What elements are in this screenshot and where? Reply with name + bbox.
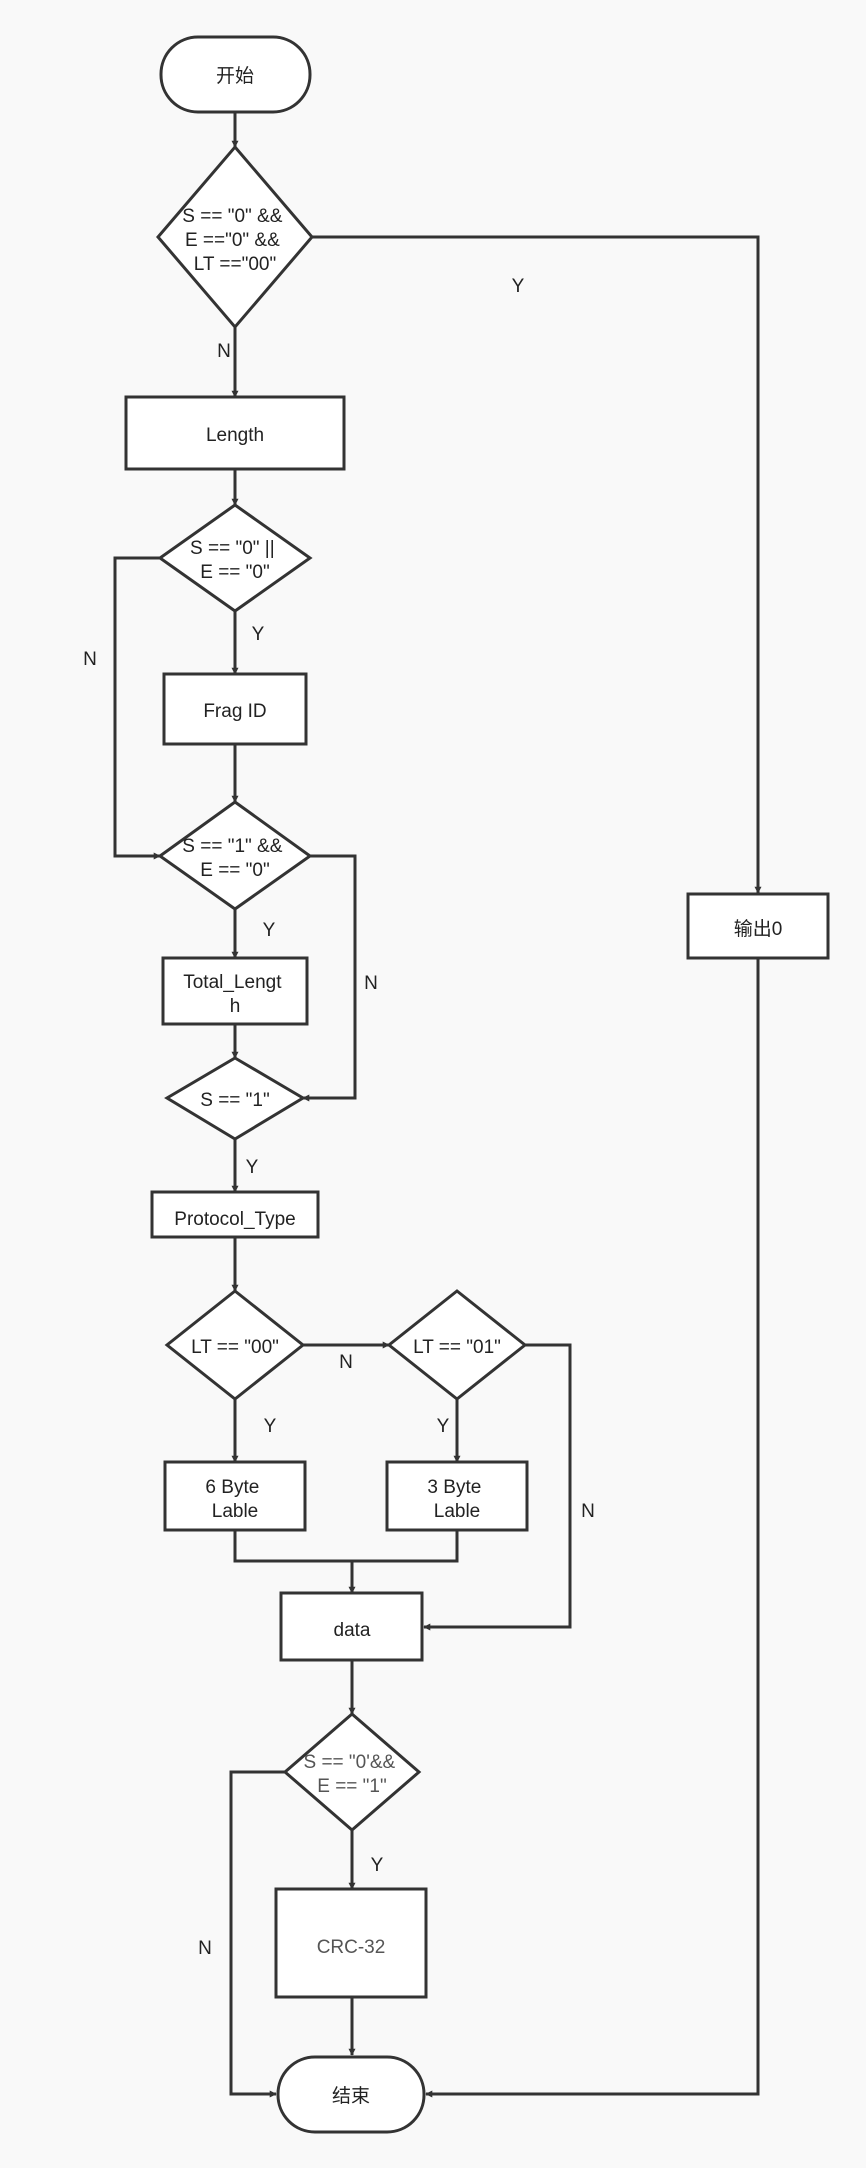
connectors (113, 112, 762, 2098)
node-d6: LT == "01" (386, 1289, 528, 1401)
node-protocol: Protocol_Type (150, 1190, 320, 1239)
edge-label-d3-no: N (364, 973, 378, 994)
edge-label-d2-no: N (83, 649, 97, 670)
edge-label-d1-yes: Y (512, 276, 525, 297)
node-d6-label: LT == "01" (413, 1337, 501, 1358)
node-d3: S == "1" && E == "0" (157, 800, 313, 911)
edge-output0-to-end (425, 958, 760, 2098)
edge-label-d7-yes: Y (371, 1855, 384, 1876)
node-output0: 输出0 (686, 892, 830, 960)
node-d7-label: S == "0'&& E == "1" (304, 1752, 401, 1797)
node-fragid-label: Frag ID (203, 701, 266, 722)
edge-d7-no-to-end (229, 1770, 285, 2098)
node-end-label: 结束 (332, 2085, 370, 2107)
node-data-label: data (334, 1620, 371, 1641)
node-d2-label: S == "0" || E == "0" (190, 538, 280, 583)
node-d5-label: LT == "00" (191, 1337, 279, 1358)
node-d4: S == "1" (164, 1056, 306, 1141)
edge-label-d1-no: N (217, 341, 231, 362)
edge-label-d5-yes: Y (264, 1416, 277, 1437)
edge-label-d3-yes: Y (263, 920, 276, 941)
node-d4-label: S == "1" (200, 1090, 269, 1111)
edge-label-d4-yes: Y (246, 1157, 259, 1178)
edge-d1-yes-to-output0 (312, 235, 762, 894)
edge-label-d6-yes: Y (437, 1416, 450, 1437)
node-totallength: Total_Lengt h (161, 956, 309, 1026)
node-length-label: Length (206, 425, 264, 446)
edge-6byte-to-merge (233, 1530, 352, 1563)
node-6byte-lable: 6 Byte Lable (163, 1460, 307, 1532)
node-crc32-label: CRC-32 (317, 1937, 386, 1958)
edge-label-d2-yes: Y (252, 624, 265, 645)
node-d1: S == "0" && E =="0" && LT =="00" (156, 144, 314, 330)
node-6byte-lable-label: 6 Byte Lable (205, 1477, 264, 1522)
edge-label-d7-no: N (198, 1938, 212, 1959)
node-3byte-lable: 3 Byte Lable (385, 1460, 529, 1532)
node-end: 结束 (276, 2055, 426, 2134)
node-3byte-lable-label: 3 Byte Lable (427, 1477, 486, 1522)
edge-labels: Y N N Y Y N Y N Y Y N Y N (83, 276, 595, 1959)
edge-d2-no-to-d3 (113, 556, 161, 860)
node-totallength-label: Total_Lengt h (183, 972, 287, 1017)
edge-label-d6-no: N (581, 1501, 595, 1522)
node-length: Length (124, 395, 346, 471)
nodes: 开始 S == "0" && E =="0" && LT =="00" Leng… (124, 35, 830, 2134)
edge-label-d5-no: N (339, 1352, 353, 1373)
node-d2: S == "0" || E == "0" (157, 503, 313, 613)
node-start-label: 开始 (216, 65, 254, 87)
edge-d3-no-to-d4 (302, 854, 357, 1102)
edge-d6-no-to-data (423, 1343, 572, 1631)
edge-3byte-to-merge (352, 1530, 459, 1563)
node-d7: S == "0'&& E == "1" (282, 1712, 422, 1832)
node-d5: LT == "00" (164, 1289, 306, 1401)
node-fragid: Frag ID (162, 672, 308, 746)
node-crc32: CRC-32 (274, 1887, 428, 1999)
node-start: 开始 (159, 35, 312, 114)
node-d1-label: S == "0" && E =="0" && LT =="00" (182, 206, 287, 275)
node-data: data (279, 1591, 424, 1662)
node-output0-label: 输出0 (734, 918, 783, 940)
node-protocol-label: Protocol_Type (174, 1209, 295, 1230)
node-d3-label: S == "1" && E == "0" (182, 836, 287, 881)
